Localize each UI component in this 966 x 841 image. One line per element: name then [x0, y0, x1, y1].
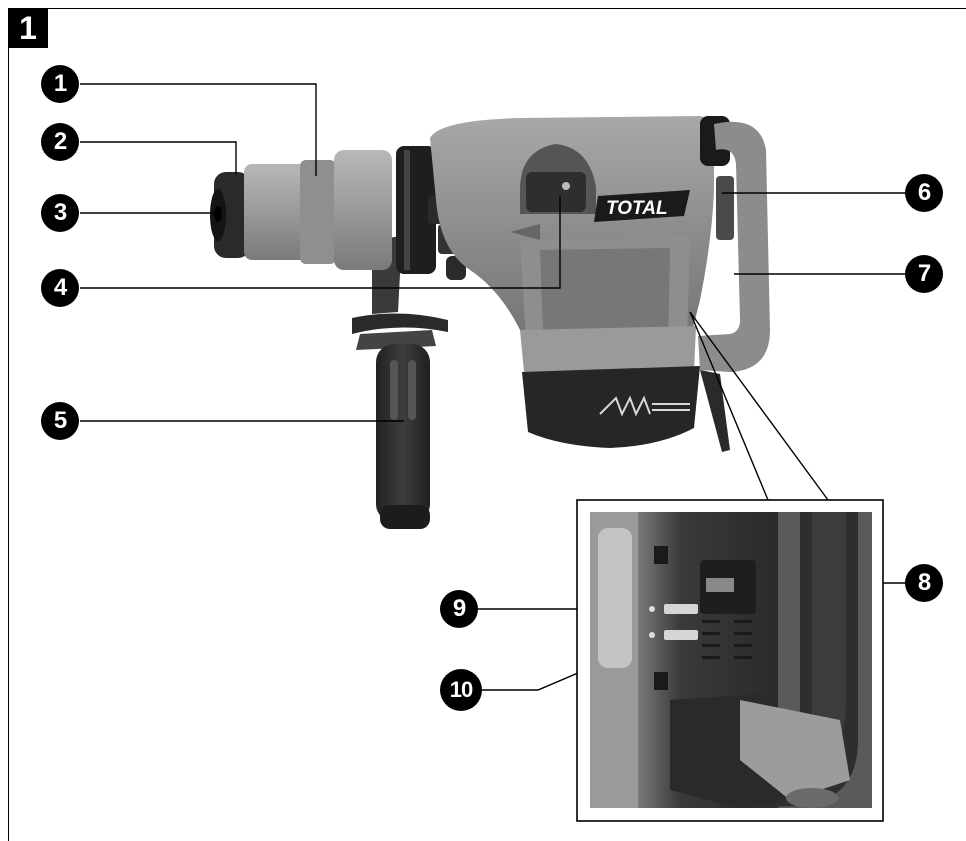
callout-10: 10: [440, 669, 482, 711]
callout-3: 3: [41, 194, 79, 232]
brand-logo: TOTAL: [606, 198, 668, 219]
callout-5: 5: [41, 402, 79, 440]
frame-top-rule: [48, 8, 966, 9]
frame-left-rule: [8, 48, 9, 841]
motor-housing: TOTAL: [430, 116, 730, 448]
leader-1: [80, 83, 317, 176]
leader-zoom-a: [689, 311, 769, 501]
figure-number: 1: [8, 8, 48, 48]
leader-zoom-b: [689, 311, 829, 501]
callout-9: 9: [440, 590, 478, 628]
callout-4: 4: [41, 269, 79, 307]
callout-8: 8: [905, 564, 943, 602]
callout-1: 1: [41, 65, 79, 103]
leader-4: [80, 196, 561, 289]
detail-inset: [576, 499, 884, 822]
side-handle: [352, 236, 448, 529]
callout-2: 2: [41, 123, 79, 161]
rear-handle: [698, 121, 770, 452]
chuck-barrel: [210, 146, 436, 274]
leader-2: [80, 141, 237, 174]
callout-6: 6: [905, 174, 943, 212]
callout-7: 7: [905, 255, 943, 293]
